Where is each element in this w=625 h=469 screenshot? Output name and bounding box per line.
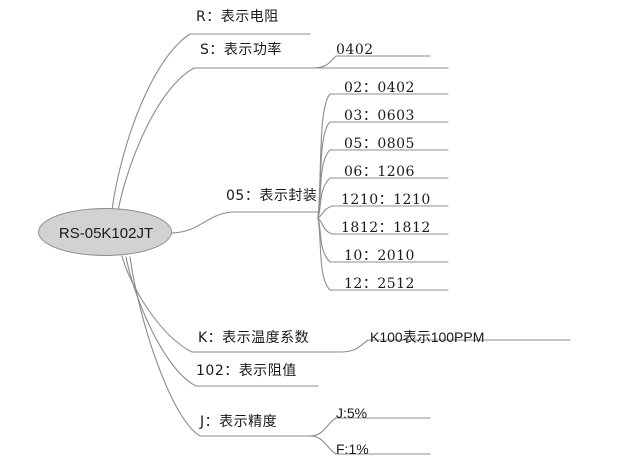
branch-label-package[interactable]: 05：表示封装 [226,188,318,204]
connector-j-to-1pct [309,435,431,455]
child-label-f-1pct[interactable]: F:1% [336,441,369,457]
child-label-pkg-1[interactable]: 02：0402 [344,80,415,96]
child-label-k100-ppm[interactable]: K100表示100PPM [370,329,485,345]
branch-label-resistance-value[interactable]: 102：表示阻值 [196,363,297,379]
branch-label-r[interactable]: R：表示电阻 [196,9,279,25]
child-label-pkg-7[interactable]: 10：2010 [344,248,415,264]
child-label-pkg-4[interactable]: 06：1206 [344,164,415,180]
connector-j-to-5pct [309,417,431,437]
child-label-pkg-8[interactable]: 12：2512 [344,276,415,292]
child-label-j-5pct[interactable]: J:5% [336,405,368,421]
root-node[interactable]: RS-05K102JT [38,208,172,256]
child-label-pkg-3[interactable]: 05：0805 [344,136,415,152]
branch-label-precision[interactable]: J：表示精度 [200,414,278,430]
connector-root-to-j [129,256,311,437]
child-label-s-0402[interactable]: 0402 [336,42,374,58]
connector-root-to-pkg [169,211,319,234]
child-label-pkg-2[interactable]: 03：0603 [344,108,415,124]
child-label-pkg-6[interactable]: 1812：1812 [341,220,431,236]
connector-root-to-r [111,33,311,211]
branch-label-temp-coefficient[interactable]: K：表示温度系数 [198,330,310,346]
branch-label-s[interactable]: S：表示功率 [200,42,282,58]
child-label-pkg-5[interactable]: 1210：1210 [341,192,431,208]
root-node-label: RS-05K102JT [58,224,154,242]
